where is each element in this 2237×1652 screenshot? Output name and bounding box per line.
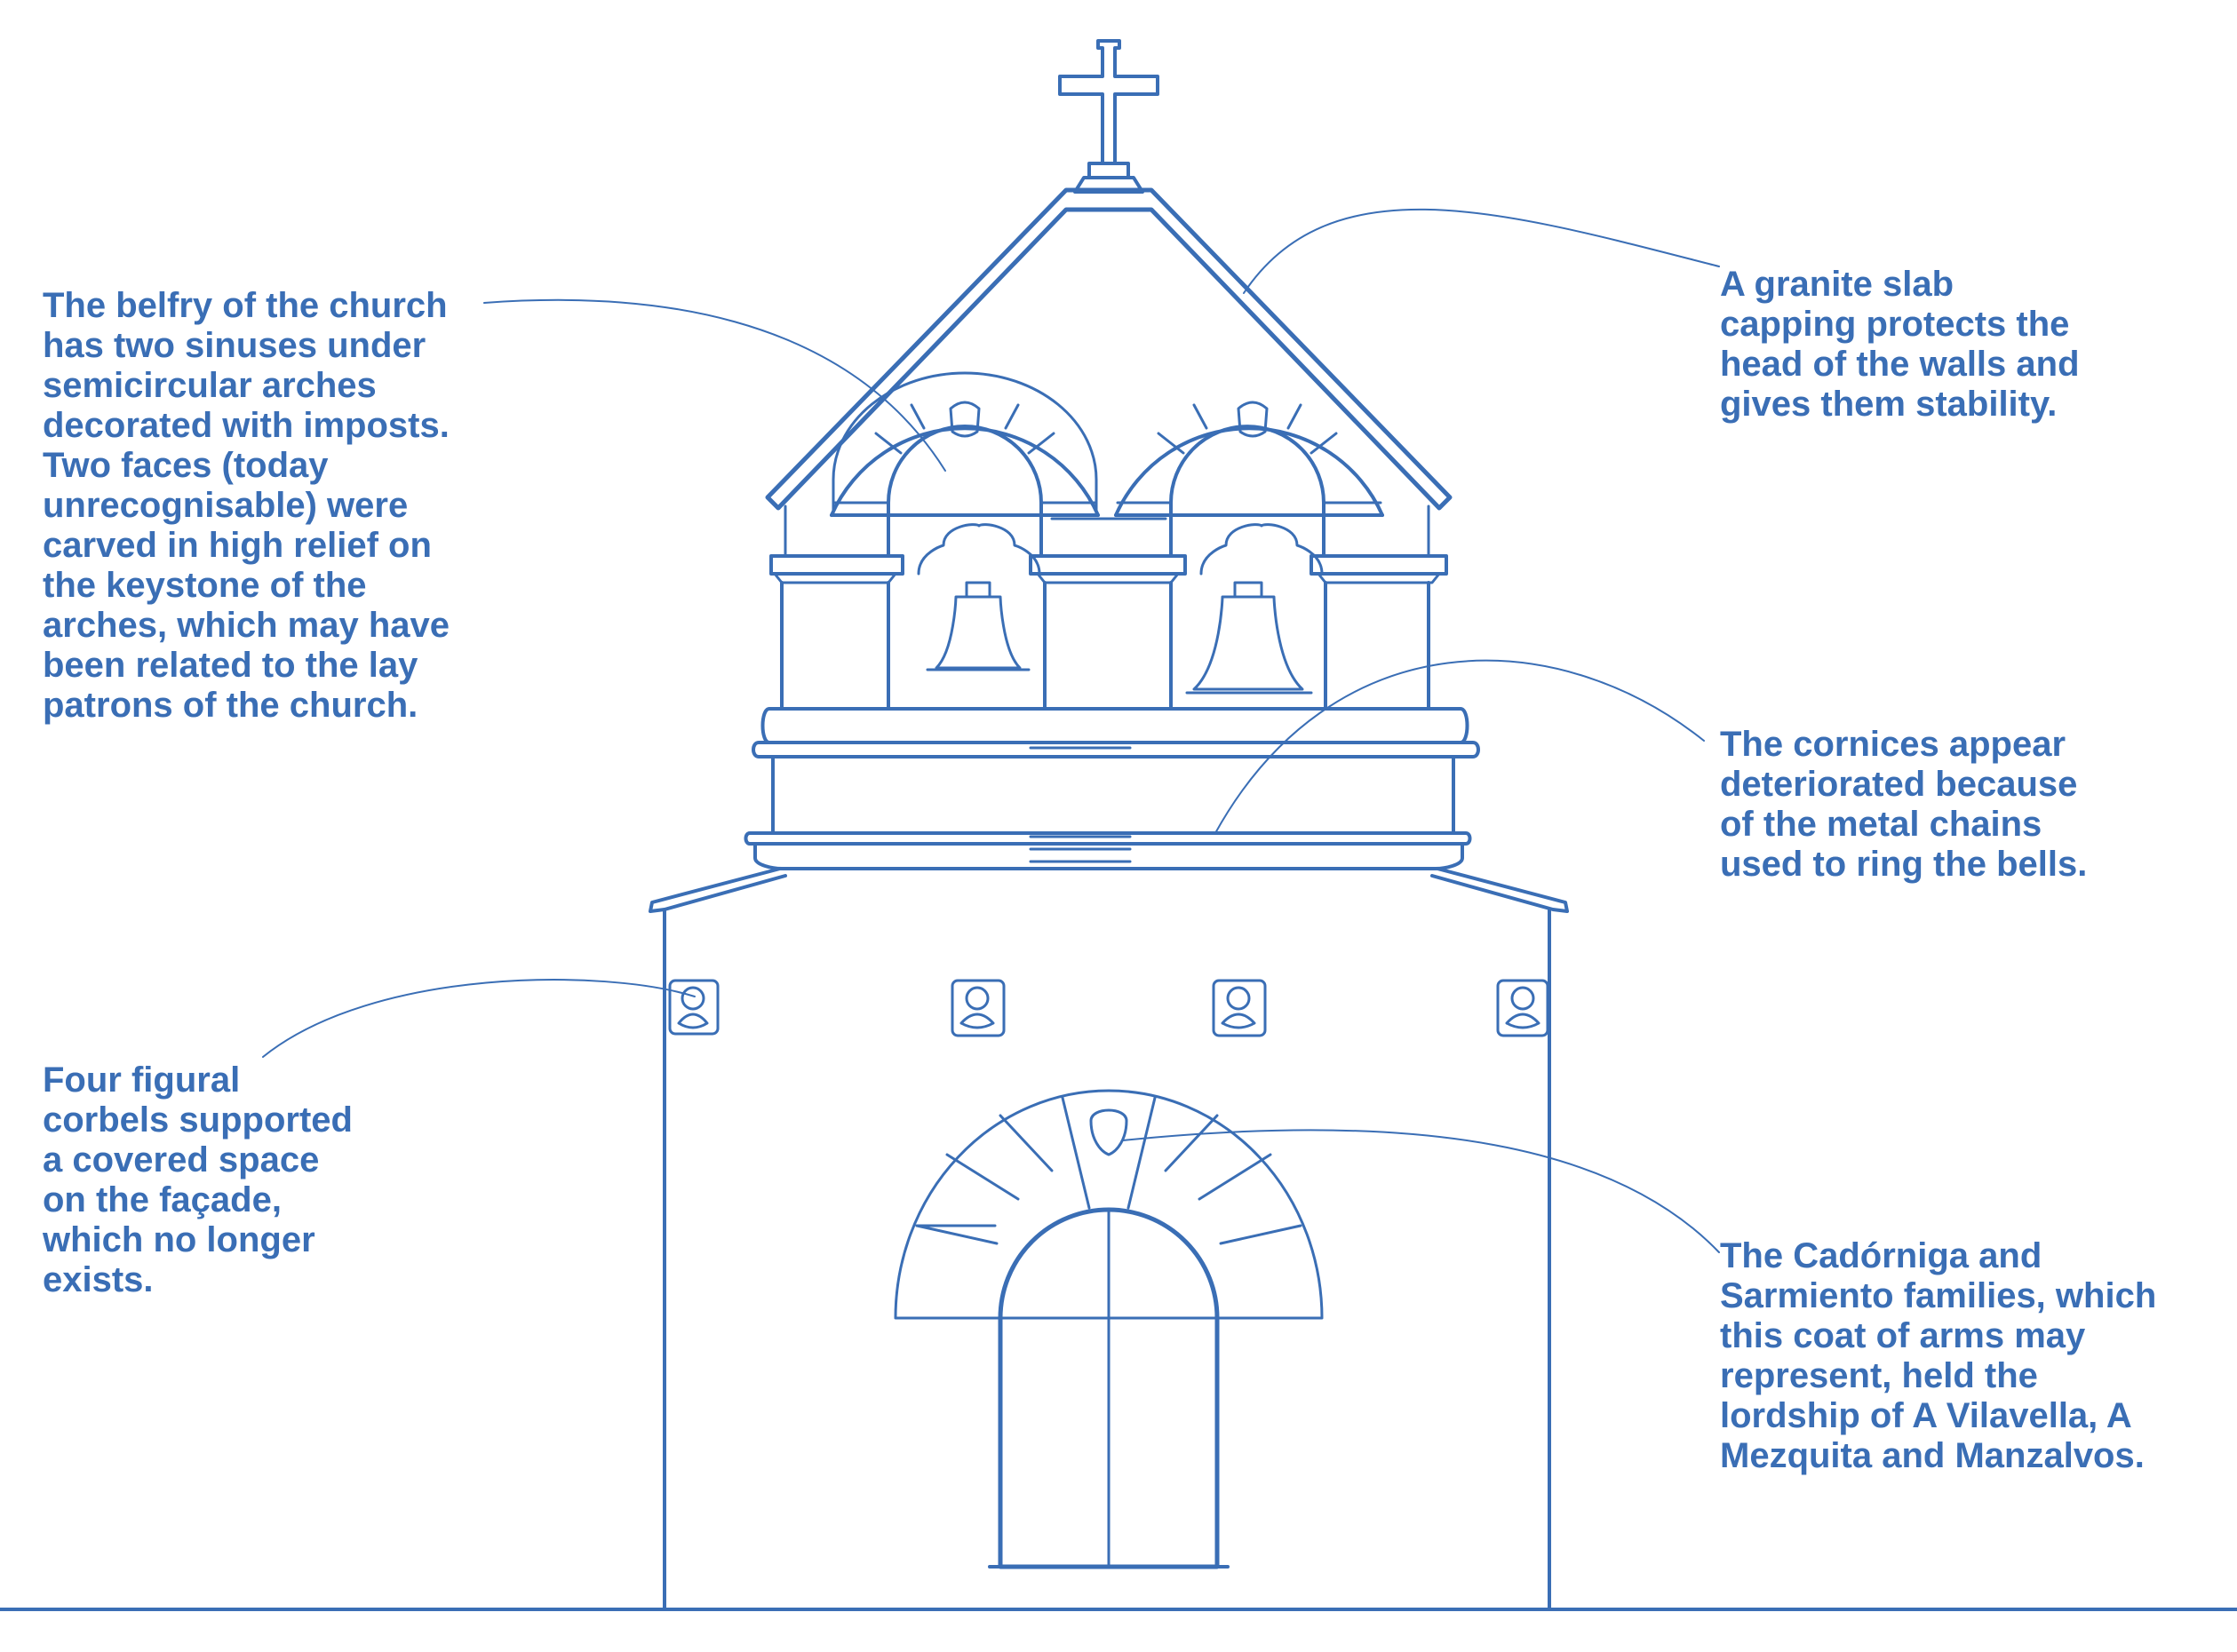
annotation-line: of the metal chains (1720, 805, 2042, 844)
leader-belfry (483, 298, 946, 472)
cross-icon (1058, 39, 1159, 194)
door (988, 1207, 1230, 1569)
upper-cornice (744, 707, 1480, 870)
annotation-line: head of the walls and (1720, 345, 2080, 384)
annotation-line: The cornices appear (1720, 725, 2066, 764)
annotation-line: gives them stability. (1720, 385, 2058, 424)
leader-corbels (262, 979, 696, 1058)
annotation-granite: A granite slab capping protects the head… (1720, 265, 2080, 425)
annotation-line: been related to the lay (43, 646, 418, 685)
annotation-belfry: The belfry of the church has two sinuses… (43, 286, 450, 726)
annotation-line: a covered space (43, 1140, 320, 1179)
annotation-line: represent, held the (1720, 1356, 2038, 1395)
gable-roof (765, 187, 1453, 558)
coat-of-arms-icon (1089, 1108, 1128, 1156)
annotation-line: Two faces (today (43, 446, 329, 485)
annotation-line: the keystone of the (43, 566, 367, 605)
carved-face-icon (949, 401, 981, 438)
leader-lines (262, 208, 1720, 1253)
belfry-pillars (780, 581, 1430, 711)
annotation-line: carved in high relief on (43, 526, 432, 565)
annotation-coat-of-arms: The Cadórniga and Sarmiento families, wh… (1720, 1236, 2156, 1476)
belfry-arch-right (1114, 401, 1384, 558)
main-wall (663, 908, 1551, 1611)
annotation-line: exists. (43, 1260, 154, 1299)
annotation-line: capping protects the (1720, 305, 2070, 344)
leader-cornices (1214, 659, 1705, 834)
lower-eaves (649, 867, 1569, 913)
annotation-line: deteriorated because (1720, 765, 2078, 804)
carved-face-icon (1237, 401, 1269, 438)
corbel-icon (1212, 979, 1267, 1037)
annotation-line: lordship of A Vilavella, A (1720, 1396, 2132, 1435)
corbel-icon (668, 979, 720, 1036)
leader-granite (1243, 208, 1720, 294)
annotation-line: decorated with imposts. (43, 406, 450, 445)
annotation-line: patrons of the church. (43, 686, 418, 725)
doorway-arch (894, 1089, 1324, 1320)
annotation-line: The belfry of the church (43, 286, 448, 325)
annotation-line: has two sinuses under (43, 326, 426, 365)
bell-right-icon (1185, 581, 1313, 695)
bell-left-icon (926, 581, 1031, 671)
annotation-line: used to ring the bells. (1720, 845, 2088, 884)
annotation-line: A granite slab (1720, 265, 1954, 304)
belfry-arch-left (830, 371, 1100, 558)
annotation-line: Four figural (43, 1060, 241, 1100)
annotation-line: arches, which may have (43, 606, 450, 645)
annotation-line: on the façade, (43, 1180, 282, 1219)
annotation-line: The Cadórniga and (1720, 1236, 2042, 1275)
annotation-line: semicircular arches (43, 366, 377, 405)
impost-band (769, 523, 1448, 584)
annotation-line: Mezquita and Manzalvos. (1720, 1436, 2145, 1475)
annotation-corbels: Four figural corbels supported a covered… (43, 1060, 353, 1300)
annotation-line: Sarmiento families, which (1720, 1276, 2157, 1315)
annotation-line: unrecognisable) were (43, 486, 409, 525)
annotation-cornices: The cornices appear deteriorated because… (1720, 725, 2087, 885)
leader-coat-of-arms (1122, 1129, 1720, 1253)
annotation-line: corbels supported (43, 1100, 353, 1140)
annotation-line: this coat of arms may (1720, 1316, 2086, 1355)
annotation-line: which no longer (43, 1220, 315, 1259)
corbel-icon (951, 979, 1006, 1037)
corbel-icon (1496, 979, 1549, 1037)
